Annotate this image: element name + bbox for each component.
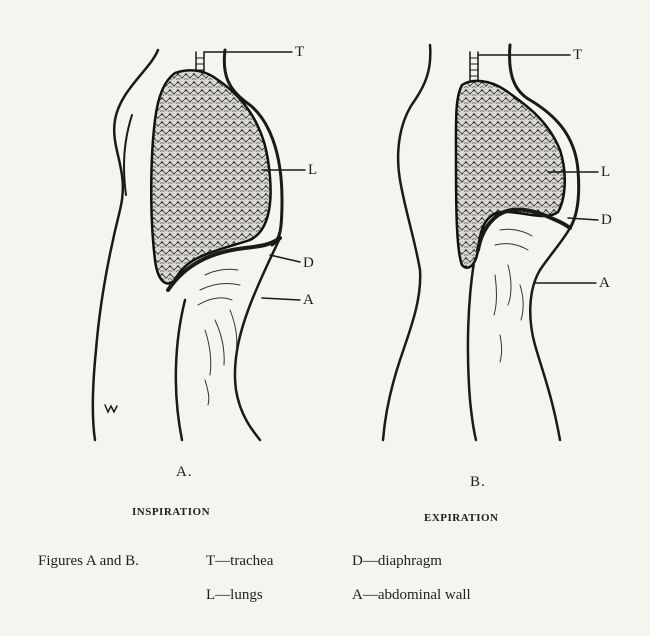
legend-caption: Figures A and B. [38, 553, 139, 570]
figure-a-drawing [93, 50, 305, 440]
figure-b-letter: B. [470, 474, 486, 491]
figure-a-mark [105, 405, 117, 412]
figure-b-lung [456, 81, 565, 268]
figure-a-label-l: L [308, 163, 317, 178]
figure-a-d-leader [270, 255, 300, 262]
figure-a-back-bump [124, 115, 132, 195]
figure-b-label-a: A [599, 276, 610, 291]
figure-b-back-outline [383, 45, 430, 440]
figure-a-abdomen-inner [176, 300, 185, 440]
figure-a-a-leader [262, 298, 300, 300]
figure-b-label-d: D [601, 213, 612, 228]
figure-a-label-a: A [303, 293, 314, 308]
figure-a-abdominal-wall [235, 238, 280, 440]
figure-b-label-l: L [601, 165, 610, 180]
figure-a-title: INSPIRATION [132, 506, 210, 518]
figure-b-abdominal-wall [530, 228, 570, 440]
figure-a-back-outline [93, 50, 158, 440]
legend-item-lungs: L—lungs [206, 587, 263, 604]
figure-b-drawing [383, 45, 598, 440]
figure-a-label-d: D [303, 256, 314, 271]
figure-b-title: EXPIRATION [424, 512, 498, 524]
legend-item-trachea: T—trachea [206, 553, 273, 570]
legend-item-diaphragm: D—diaphragm [352, 553, 442, 570]
figure-a-letter: A. [176, 464, 193, 481]
figure-a-lung [151, 70, 270, 283]
figure-b-label-t: T [573, 48, 582, 63]
figure-a-label-t: T [295, 45, 304, 60]
figure-b-abdomen-inner [468, 262, 476, 440]
legend-item-abdominal-wall: A—abdominal wall [352, 587, 471, 604]
